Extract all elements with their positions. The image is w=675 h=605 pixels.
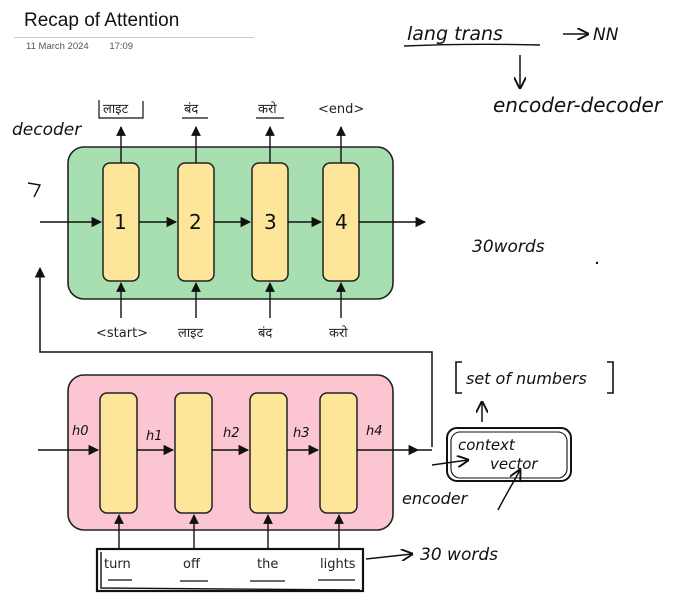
- hidden-state-h2: h2: [223, 426, 240, 441]
- encoder-inputs: turn off the lights: [95, 547, 365, 593]
- note-set-of-numbers: set of numbers: [466, 369, 587, 388]
- note-encoder: encoder: [402, 489, 469, 508]
- context-vector: context vector: [431, 427, 572, 511]
- encoder-input-1: turn: [104, 557, 131, 572]
- decoder-output-4: <end>: [318, 102, 364, 117]
- note-30words-top: 30words: [472, 237, 545, 257]
- hidden-states: h0 h1 h2 h3 h4: [72, 424, 383, 444]
- context-feedback-line: [34, 266, 433, 447]
- decoder-io-arrows: [116, 126, 346, 318]
- note-decoder: decoder: [12, 120, 82, 140]
- decoder-input-4: करो: [329, 325, 348, 341]
- encoder-input-arrows: [114, 514, 344, 548]
- page-date: 11 March 2024: [26, 41, 89, 52]
- arrow-from-encoder-label: [497, 470, 520, 511]
- decoder-output-3: करो: [258, 101, 277, 117]
- decoder-inputs: <start> लाइट बंद करो: [96, 325, 348, 341]
- encoder-input-4: lights: [320, 557, 356, 572]
- hidden-state-h1: h1: [146, 429, 163, 444]
- context-vector-line2: vector: [490, 455, 538, 473]
- decoder-cell-3-number: 3: [264, 210, 277, 234]
- decoder-input-1: <start>: [96, 326, 148, 341]
- stray-dot: [595, 261, 599, 265]
- arrow-to-30words: [365, 554, 412, 559]
- page-time: 17:09: [109, 41, 134, 52]
- encoder-input-3: the: [257, 557, 278, 572]
- decoder-pointer: [27, 182, 42, 198]
- decoder-output-1: लाइट: [103, 102, 129, 117]
- decoder-cell-4-number: 4: [335, 210, 348, 234]
- encoder-cell-3: [249, 392, 288, 514]
- note-30words-bottom: 30 words: [420, 545, 498, 565]
- handwritten-notes: lang trans NN encoder-decoder decoder 30…: [12, 23, 664, 565]
- decoder-cell-2-number: 2: [189, 210, 202, 234]
- decoder-outputs: लाइट बंद करो <end>: [103, 101, 364, 117]
- page-title: Recap of Attention: [24, 10, 180, 31]
- encoder-input-box: [95, 547, 365, 593]
- arrow-into-context: [431, 460, 468, 465]
- encoder-cell-1: [99, 392, 138, 514]
- set-of-numbers-annotation: set of numbers: [455, 361, 614, 422]
- decoder-input-3: बंद: [258, 326, 273, 341]
- note-lang-trans: lang trans: [407, 23, 503, 45]
- hidden-state-h4: h4: [366, 424, 383, 439]
- encoder-input-2: off: [183, 557, 201, 572]
- title-divider: [14, 37, 254, 38]
- decoder-output-2: बंद: [184, 102, 199, 117]
- note-nn: NN: [593, 25, 619, 45]
- hidden-state-h3: h3: [293, 426, 310, 441]
- decoder-block: [67, 146, 394, 300]
- encoder-block: [67, 374, 394, 531]
- output-underlines: [98, 100, 284, 119]
- decoder-input-2: लाइट: [178, 326, 204, 341]
- page-meta: 11 March 2024 17:09: [26, 41, 151, 52]
- note-encoder-decoder: encoder-decoder: [493, 93, 664, 117]
- decoder-cell-1-number: 1: [114, 210, 127, 234]
- encoder-cell-2: [174, 392, 213, 514]
- context-vector-line1: context: [458, 436, 516, 454]
- encoder-cell-4: [319, 392, 358, 514]
- hidden-state-h0: h0: [72, 424, 89, 439]
- encoder-cells: [99, 392, 358, 514]
